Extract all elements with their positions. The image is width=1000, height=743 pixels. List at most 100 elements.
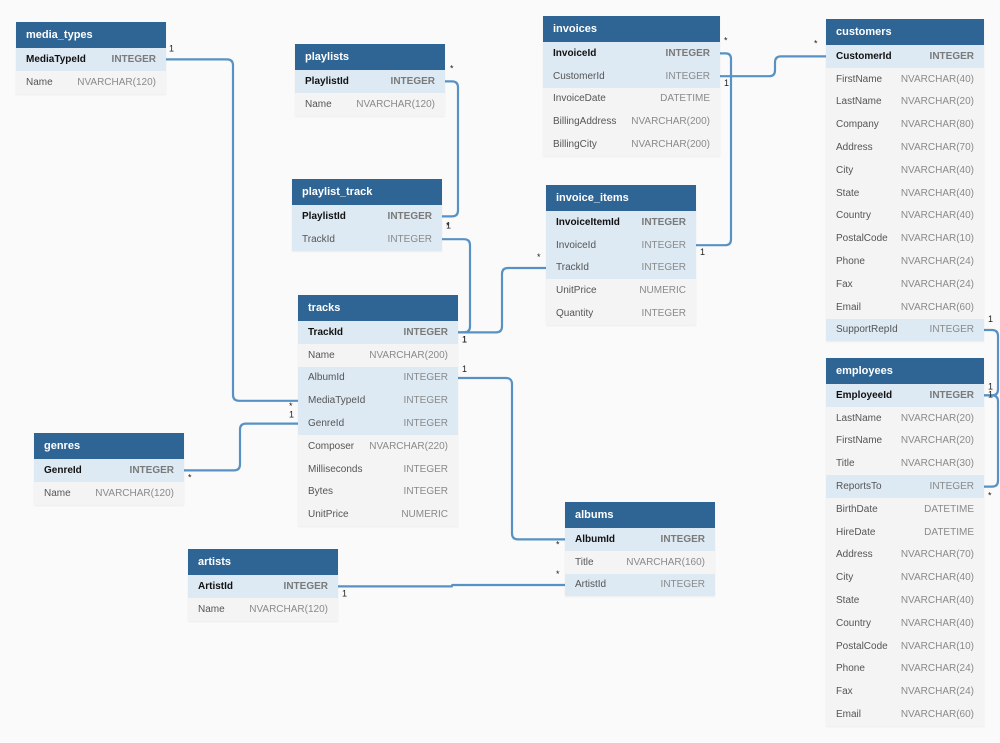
column-name: PlaylistId bbox=[305, 75, 349, 87]
table-title[interactable]: invoices bbox=[543, 16, 720, 42]
table-title[interactable]: artists bbox=[188, 549, 338, 575]
relationship-link[interactable] bbox=[338, 583, 565, 588]
column-name: CustomerId bbox=[553, 70, 605, 82]
table-title[interactable]: tracks bbox=[298, 295, 458, 321]
cardinality-label: 1 bbox=[462, 334, 467, 344]
column-name: AlbumId bbox=[308, 372, 345, 384]
cardinality-label: 1 bbox=[724, 78, 729, 88]
table-title[interactable]: genres bbox=[34, 433, 184, 459]
relationship-link[interactable] bbox=[984, 394, 1000, 488]
column-type: INTEGER bbox=[403, 395, 448, 407]
relationship-link[interactable] bbox=[720, 55, 826, 78]
relationship-link[interactable] bbox=[984, 328, 1000, 397]
table-title[interactable]: employees bbox=[826, 358, 984, 384]
column-type: INTEGER bbox=[387, 233, 432, 245]
table-title[interactable]: customers bbox=[826, 19, 984, 45]
table-title[interactable]: playlists bbox=[295, 44, 445, 70]
relationship-link[interactable] bbox=[184, 422, 298, 472]
relationship-link[interactable] bbox=[458, 266, 546, 334]
table-title[interactable]: media_types bbox=[16, 22, 166, 48]
table-title[interactable]: playlist_track bbox=[292, 179, 442, 205]
cardinality-label: 1 bbox=[446, 220, 451, 230]
relationship-link[interactable] bbox=[458, 376, 565, 541]
table-title[interactable]: invoice_items bbox=[546, 185, 696, 211]
relationship-link[interactable] bbox=[166, 58, 298, 402]
column-name: InvoiceId bbox=[553, 47, 597, 59]
column-type: DATETIME bbox=[924, 503, 974, 515]
table-title[interactable]: albums bbox=[565, 502, 715, 528]
